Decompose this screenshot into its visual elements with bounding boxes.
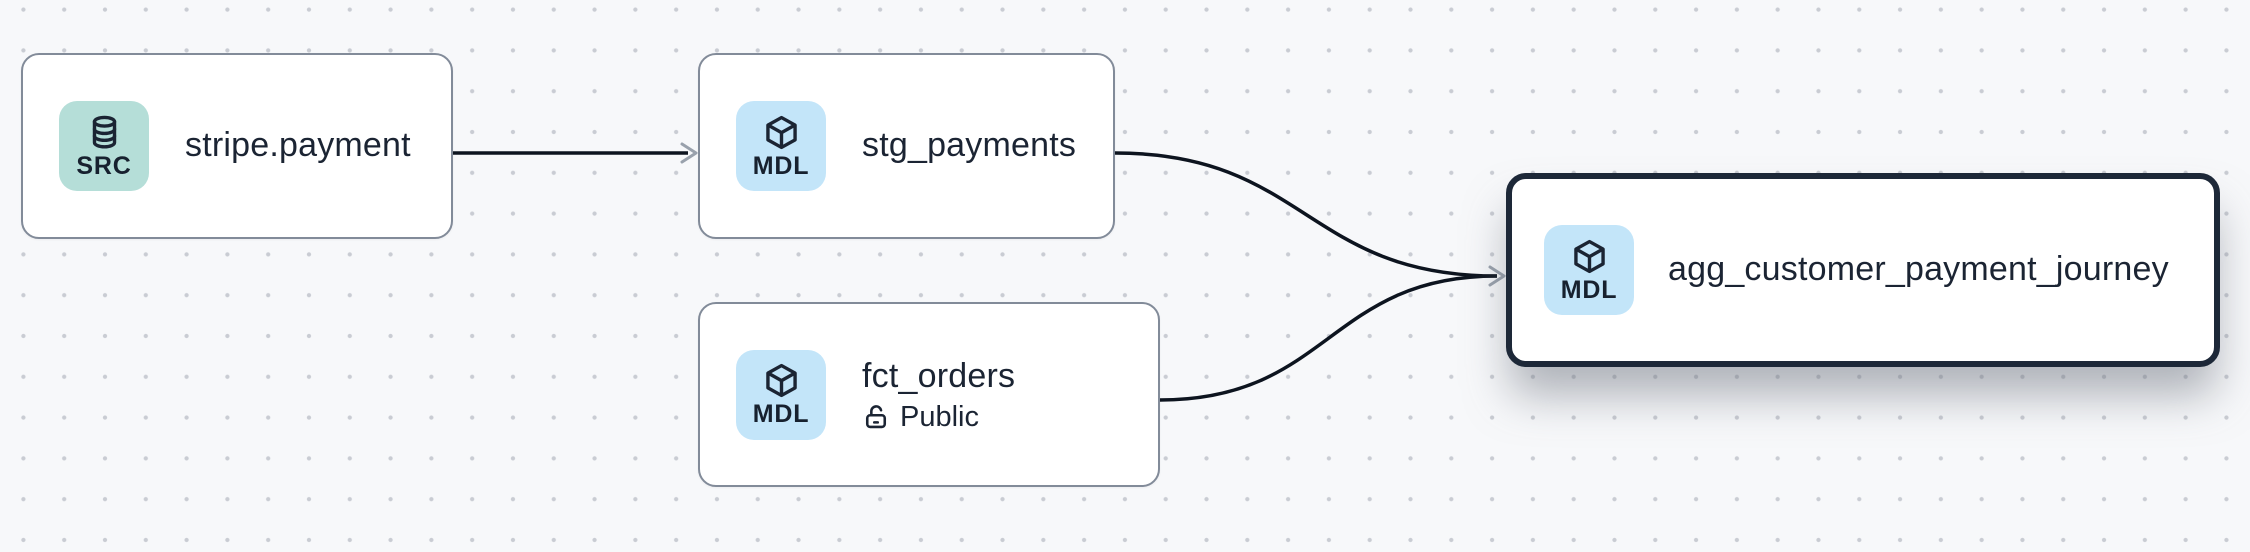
node-title: fct_orders	[862, 357, 1016, 396]
arrowhead-icon	[1488, 265, 1506, 287]
mdl-type-badge: MDL	[736, 349, 826, 440]
node-title: agg_customer_payment_journey	[1668, 250, 2169, 289]
lock-open-icon	[865, 405, 887, 429]
node-type-label: MDL	[752, 400, 810, 428]
node-type-label: MDL	[1560, 275, 1618, 304]
node-agg-customer-payment-journey[interactable]: MDL agg_customer_payment_journey	[1506, 173, 2220, 367]
node-stripe-payment[interactable]: SRC stripe.payment	[21, 53, 453, 239]
mdl-type-badge: MDL	[1544, 225, 1634, 315]
node-type-label: MDL	[752, 151, 810, 180]
access-label: Public	[900, 400, 979, 433]
mdl-type-badge: MDL	[736, 101, 826, 191]
node-fct-orders[interactable]: MDL fct_orders Public	[698, 302, 1160, 487]
cube-icon	[1573, 239, 1605, 273]
edge-stg-payments-to-agg-customer-payment-journey[interactable]	[1114, 151, 1498, 278]
node-title: stg_payments	[862, 126, 1077, 165]
edge-fct-orders-to-agg-customer-payment-journey[interactable]	[1159, 274, 1498, 402]
arrowhead-icon	[680, 142, 698, 164]
cube-icon	[765, 115, 797, 149]
src-type-badge: SRC	[59, 101, 149, 191]
node-stg-payments[interactable]: MDL stg_payments	[698, 53, 1115, 239]
node-type-label: SRC	[76, 151, 132, 180]
node-title: stripe.payment	[185, 126, 411, 165]
access-badge: Public	[862, 400, 1015, 433]
database-icon	[92, 115, 116, 149]
cube-icon	[765, 363, 797, 398]
